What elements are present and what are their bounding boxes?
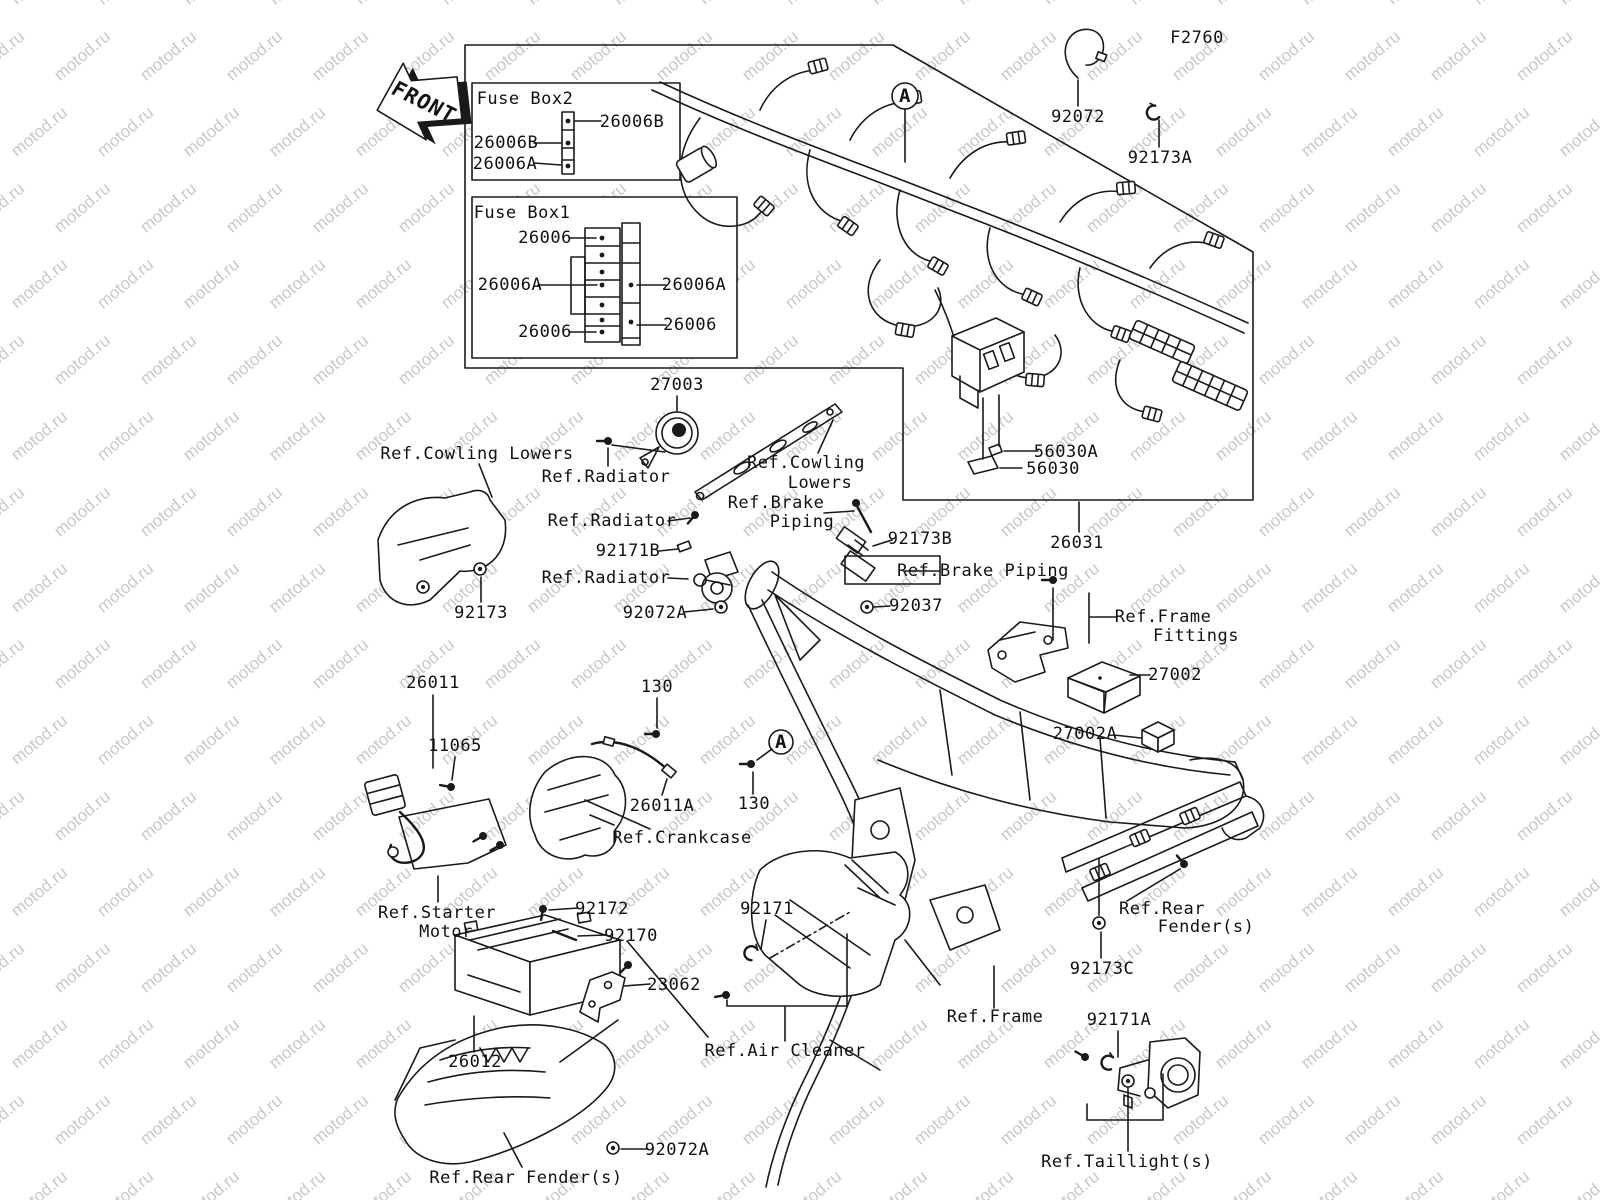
label-27002: 27002 bbox=[1148, 665, 1202, 685]
label-92173: 92173 bbox=[454, 603, 508, 623]
fb2-26006B-left: 26006B bbox=[473, 133, 539, 153]
ref-rear-fender-bl: Ref.Rear Fender(s) bbox=[429, 1168, 623, 1188]
ref-radiator-2: Ref.Radiator bbox=[547, 511, 677, 531]
label-26012: 26012 bbox=[448, 1052, 502, 1072]
fb1-26006A-right: 26006A bbox=[661, 275, 727, 295]
battery-26012-art bbox=[454, 911, 621, 1016]
ref-cowling-lowers-left: Ref.Cowling Lowers bbox=[380, 444, 574, 464]
ref-air-cleaner: Ref.Air Cleaner bbox=[704, 1041, 866, 1061]
fuse-box1-inset bbox=[471, 196, 738, 359]
label-92171A: 92171A bbox=[1086, 1010, 1152, 1030]
fb1-26006A-left: 26006A bbox=[477, 275, 543, 295]
ref-rear-fender-r2: Fender(s) bbox=[1157, 917, 1255, 937]
cowling-stay-art bbox=[694, 403, 843, 501]
frame-fitting-art bbox=[987, 621, 1069, 683]
cowling-lower-art bbox=[377, 489, 507, 606]
fb2-26006A-left: 26006A bbox=[472, 154, 538, 174]
rear-fender-left-art bbox=[394, 940, 709, 1165]
fb1-26006-botleft: 26006 bbox=[518, 322, 572, 342]
label-11065: 11065 bbox=[428, 736, 482, 756]
ref-frame-fittings-2: Fittings bbox=[1153, 626, 1239, 646]
label-130-2: 130 bbox=[737, 794, 771, 814]
ref-taillight: Ref.Taillight(s) bbox=[1041, 1152, 1213, 1172]
diagram-code: F2760 bbox=[1170, 28, 1224, 48]
ref-starter-motor-2: Motor bbox=[419, 922, 473, 942]
label-92170: 92170 bbox=[604, 926, 658, 946]
ref-starter-motor-1: Ref.Starter bbox=[377, 903, 497, 923]
fusebox1-title: Fuse Box1 bbox=[473, 203, 571, 223]
label-92171: 92171 bbox=[740, 899, 794, 919]
junction-box-art bbox=[951, 317, 1025, 409]
callout-a-top bbox=[891, 82, 919, 163]
ref-cowling-lowers-right-1: Ref.Cowling bbox=[746, 453, 866, 473]
front-arrow-label: FRONT bbox=[386, 76, 462, 128]
label-26031: 26031 bbox=[1050, 533, 1104, 553]
crankcase-art bbox=[529, 755, 627, 860]
label-92037: 92037 bbox=[889, 596, 943, 616]
thermostat-art bbox=[676, 540, 739, 604]
fusebox2-title: Fuse Box2 bbox=[476, 89, 574, 109]
label-130-1: 130 bbox=[640, 677, 674, 697]
ecu-27002-art bbox=[1067, 661, 1141, 1109]
label-26011A: 26011A bbox=[629, 796, 695, 816]
label-92072: 92072 bbox=[1051, 107, 1105, 127]
harness-box-outline bbox=[464, 44, 1254, 501]
cable-tie-92072-art bbox=[1064, 28, 1108, 79]
ref-radiator-3: Ref.Radiator bbox=[541, 568, 671, 588]
a-marker-mid: A bbox=[775, 731, 787, 753]
ref-brake-piping-1b: Piping bbox=[769, 512, 835, 532]
fuse-box2-inset bbox=[471, 82, 681, 181]
ref-crankcase: Ref.Crankcase bbox=[612, 828, 752, 848]
ref-frame: Ref.Frame bbox=[946, 1007, 1044, 1027]
label-56030: 56030 bbox=[1026, 459, 1080, 479]
starter-cable-26011-art bbox=[364, 774, 507, 870]
fb2-26006B-right: 26006B bbox=[599, 112, 665, 132]
fb1-26006-right: 26006 bbox=[663, 315, 717, 335]
hardware-icons bbox=[438, 435, 1191, 1155]
label-27002A: 27002A bbox=[1052, 724, 1118, 744]
label-92173A: 92173A bbox=[1127, 148, 1193, 168]
brake-piping-art bbox=[835, 499, 941, 585]
relay-27002A-art bbox=[1141, 721, 1175, 753]
wiring-harness-art bbox=[651, 57, 1249, 423]
bracket-23062-art bbox=[579, 958, 635, 1023]
horn-27003-art bbox=[639, 411, 699, 469]
label-27003: 27003 bbox=[650, 375, 704, 395]
fb1-26006-topleft: 26006 bbox=[518, 228, 572, 248]
lead-26011A-art bbox=[590, 736, 677, 779]
ref-radiator-1: Ref.Radiator bbox=[541, 467, 671, 487]
leader-lines bbox=[432, 79, 1181, 1168]
ref-brake-piping-2: Ref.Brake Piping bbox=[897, 561, 1069, 581]
front-arrow bbox=[376, 62, 472, 145]
label-92072A-bottom: 92072A bbox=[644, 1140, 710, 1160]
taillight-bracket-art bbox=[1072, 1037, 1201, 1109]
label-26011: 26011 bbox=[406, 673, 460, 693]
label-92171B: 92171B bbox=[595, 541, 661, 561]
label-56030A: 56030A bbox=[1033, 442, 1099, 462]
label-92172: 92172 bbox=[575, 899, 629, 919]
rear-fender-right-art bbox=[1061, 781, 1265, 916]
label-92173B: 92173B bbox=[887, 529, 953, 549]
label-23062: 23062 bbox=[647, 975, 701, 995]
callout-a-mid bbox=[768, 729, 794, 755]
ref-frame-fittings-1: Ref.Frame bbox=[1114, 607, 1212, 627]
ref-brake-piping-1a: Ref.Brake bbox=[727, 493, 825, 513]
label-92173C: 92173C bbox=[1069, 959, 1135, 979]
ref-cowling-lowers-right-2: Lowers bbox=[787, 473, 853, 493]
label-92072A-upper: 92072A bbox=[622, 603, 688, 623]
a-marker-top: A bbox=[899, 85, 911, 107]
ref-rear-fender-r1: Ref.Rear bbox=[1119, 899, 1205, 919]
